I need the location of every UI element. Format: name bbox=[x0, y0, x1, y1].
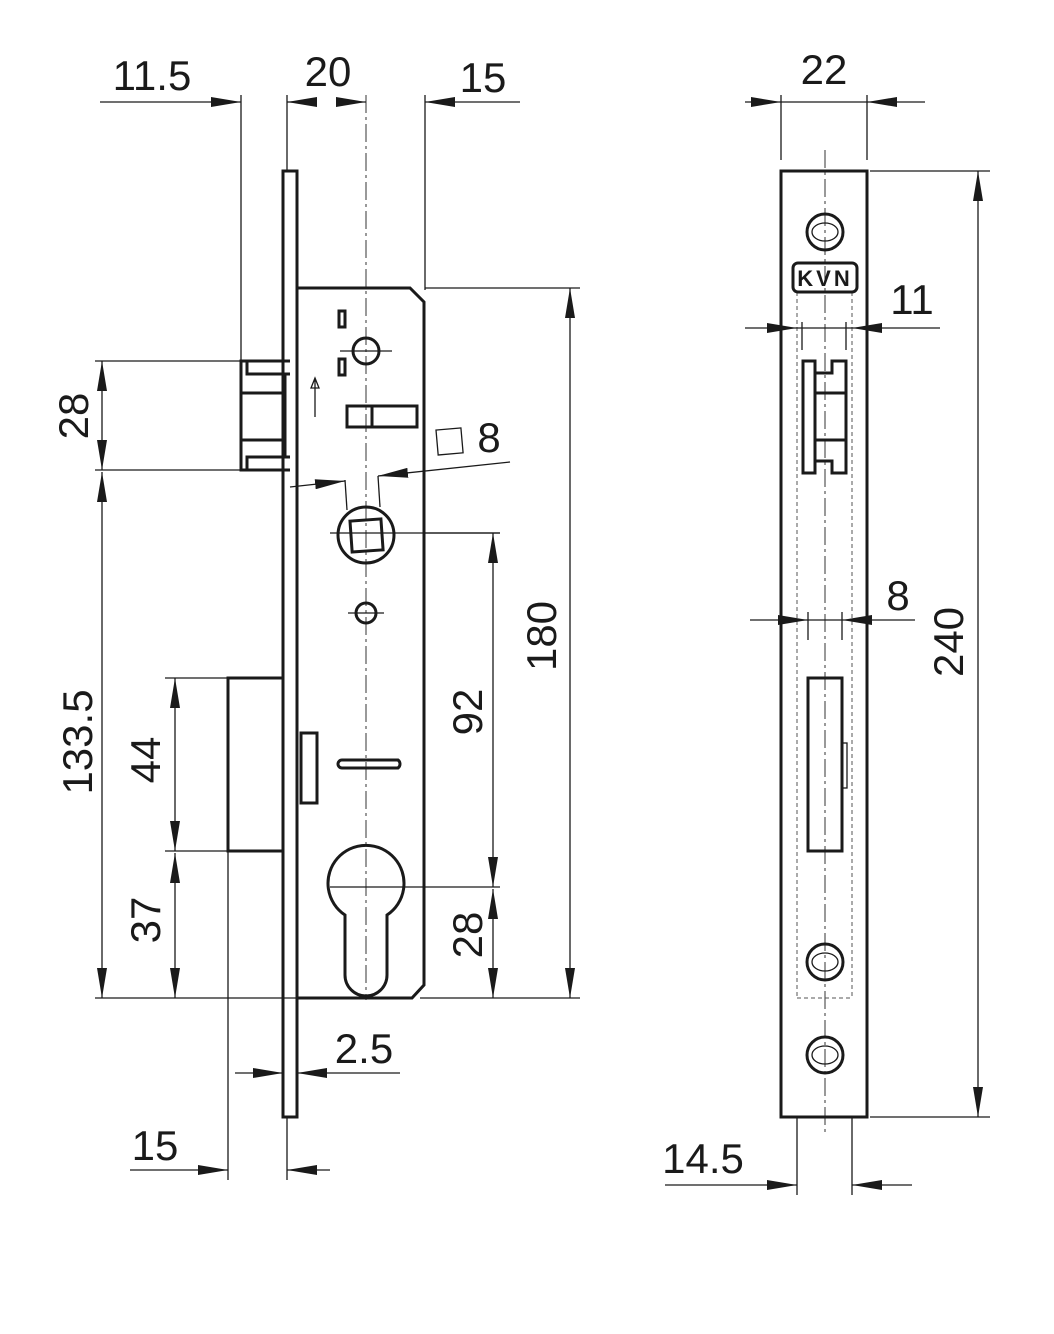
dim-faceplate-width: 22 bbox=[801, 46, 848, 93]
direction-arrow-icon bbox=[310, 376, 320, 417]
dim-deadbolt-projection: 15 bbox=[132, 1122, 179, 1169]
latch-bolt-side bbox=[801, 359, 848, 475]
square-follower bbox=[348, 517, 385, 554]
screw-hole-bottom bbox=[805, 1035, 845, 1075]
dim-center-distance: 92 bbox=[444, 689, 491, 736]
deadbolt bbox=[226, 676, 285, 853]
slot bbox=[336, 758, 402, 770]
dim-body-offset: 15 bbox=[460, 54, 507, 101]
lock-body bbox=[297, 286, 426, 1000]
latch-lever bbox=[345, 404, 419, 429]
dim-deadbolt-offset: 14.5 bbox=[662, 1135, 744, 1182]
brand-badge bbox=[791, 261, 859, 294]
dim-deadbolt-height: 44 bbox=[122, 737, 169, 784]
screw-hole-middle bbox=[805, 942, 845, 982]
faceplate bbox=[779, 169, 869, 1119]
screw-hole-top bbox=[805, 212, 845, 252]
dim-overall-to-bottom: 133.5 bbox=[54, 689, 101, 794]
dim-faceplate-length: 240 bbox=[925, 607, 972, 677]
trigger bbox=[299, 731, 319, 805]
cylinder-cutout bbox=[326, 843, 406, 998]
dim-latch-height: 28 bbox=[50, 393, 97, 440]
side-view: KVN bbox=[662, 46, 990, 1195]
latch-bolt bbox=[239, 359, 290, 472]
dim-square-spindle: 8 bbox=[477, 414, 500, 461]
front-view: 11.5 20 15 28 8 180 92 133.5 44 37 28 2.… bbox=[50, 48, 580, 1180]
dim-body-height: 180 bbox=[518, 601, 565, 671]
dim-cylinder-to-bottom: 28 bbox=[444, 912, 491, 959]
follower-hub bbox=[336, 505, 396, 565]
dim-backset-faceplate: 20 bbox=[305, 48, 352, 95]
faceplate bbox=[281, 169, 299, 1119]
pin-slot-bottom bbox=[337, 357, 347, 377]
dim-deadbolt-to-bottom: 37 bbox=[122, 897, 169, 944]
square-icon bbox=[435, 427, 464, 456]
dim-latch-projection: 11.5 bbox=[113, 52, 192, 99]
dim-deadbolt-width: 8 bbox=[886, 572, 909, 619]
dim-faceplate-thickness: 2.5 bbox=[335, 1025, 393, 1072]
pin-slot-top bbox=[337, 309, 347, 329]
brand-logo: KVN bbox=[797, 266, 852, 291]
dim-latch-width: 11 bbox=[890, 276, 934, 323]
